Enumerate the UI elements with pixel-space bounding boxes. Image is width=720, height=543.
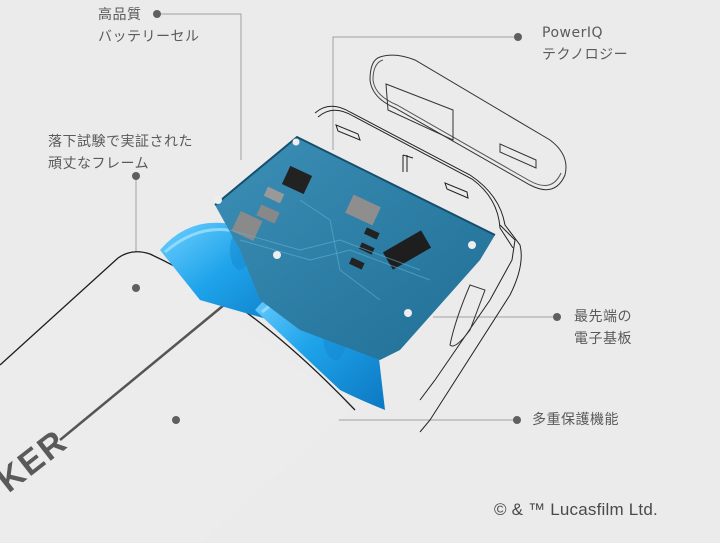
end-cap	[314, 105, 522, 433]
callout-pcb: 最先端の 電子基板	[574, 306, 632, 350]
callout-poweriq-line2: テクノロジー	[542, 47, 629, 63]
callout-battery: 高品質 バッテリーセル	[98, 4, 200, 48]
callout-poweriq: PowerIQ テクノロジー	[542, 22, 628, 66]
callout-frame-line1: 落下試験で実証された	[48, 134, 193, 150]
callout-protection-line1: 多重保護機能	[532, 412, 619, 428]
callout-battery-line2: バッテリーセル	[98, 29, 200, 45]
callout-poweriq-line1: PowerIQ	[542, 25, 603, 41]
leader-dots	[132, 10, 561, 424]
circuit-board	[214, 135, 496, 360]
callout-pcb-line2: 電子基板	[574, 331, 632, 347]
callout-battery-line1: 高品質	[98, 7, 142, 23]
protection-callout-dot-right	[513, 416, 521, 424]
pcb-callout-dot	[553, 313, 561, 321]
frame-callout-dot-bottom	[132, 284, 140, 292]
battery-callout-dot	[153, 10, 161, 18]
frame-callout-dot-top	[132, 172, 140, 180]
protection-callout-dot-left	[172, 416, 180, 424]
copyright-notice: © & ™ Lucasfilm Ltd.	[494, 500, 658, 519]
callout-frame: 落下試験で実証された 頑丈なフレーム	[48, 131, 193, 175]
callout-pcb-line1: 最先端の	[574, 309, 632, 325]
callout-frame-line2: 頑丈なフレーム	[48, 156, 150, 172]
callout-protection: 多重保護機能	[532, 409, 619, 431]
port-plate	[369, 54, 567, 191]
poweriq-callout-dot	[514, 33, 522, 41]
